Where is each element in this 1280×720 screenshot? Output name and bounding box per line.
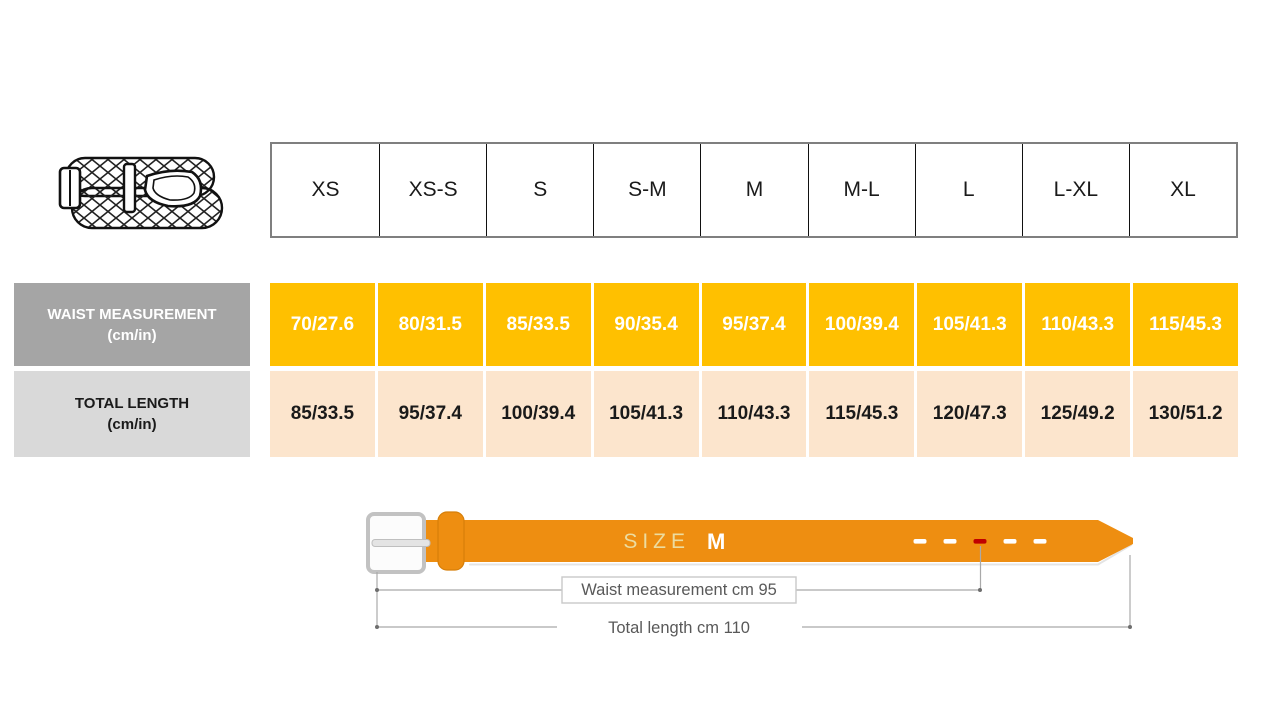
- size-col-xl: XL: [1128, 144, 1236, 236]
- waist-value: 90/35.4: [593, 283, 699, 366]
- size-col-s-m: S-M: [593, 144, 700, 236]
- length-value: 95/37.4: [377, 371, 483, 457]
- size-col-xs-s: XS-S: [379, 144, 486, 236]
- belt-measurement-diagram: SIZE M Waist measurement cm 95 Total len…: [366, 511, 1133, 637]
- length-value: 100/39.4: [485, 371, 591, 457]
- braided-belt-icon: [58, 156, 224, 230]
- length-dimension-label: Total length cm 110: [608, 619, 750, 637]
- size-value-label: M: [707, 529, 725, 554]
- length-row: 85/33.5 95/37.4 100/39.4 105/41.3 110/43…: [270, 371, 1238, 457]
- waist-row-title: WAIST MEASUREMENT: [47, 305, 217, 323]
- length-value: 115/45.3: [809, 371, 915, 457]
- size-header-row: XS XS-S S S-M M M-L L L-XL XL: [270, 142, 1238, 238]
- length-value: 120/47.3: [917, 371, 1023, 457]
- length-row-title: TOTAL LENGTH: [74, 395, 190, 412]
- length-value: 105/41.3: [593, 371, 699, 457]
- length-value: 125/49.2: [1025, 371, 1131, 457]
- belt-buckle-prong: [371, 539, 431, 547]
- waist-value: 95/37.4: [701, 283, 807, 366]
- length-value: 130/51.2: [1133, 371, 1238, 457]
- waist-dimension-box: [561, 576, 797, 604]
- belt-hole-selected: [973, 539, 987, 544]
- waist-value: 80/31.5: [377, 283, 483, 366]
- waist-row-unit: (cm/in): [107, 326, 157, 344]
- size-col-l: L: [914, 144, 1022, 236]
- waist-value: 100/39.4: [809, 283, 915, 366]
- belt-hole: [1003, 539, 1017, 544]
- length-value: 85/33.5: [270, 371, 375, 457]
- waist-value: 110/43.3: [1025, 283, 1131, 366]
- waist-row-header: WAIST MEASUREMENT (cm/in): [14, 283, 250, 366]
- icon-belt-tip: [143, 169, 203, 208]
- length-value: 110/43.3: [701, 371, 807, 457]
- waist-value: 105/41.3: [917, 283, 1023, 366]
- waist-value: 85/33.5: [485, 283, 591, 366]
- size-col-l-xl: L-XL: [1021, 144, 1129, 236]
- size-prefix-label: SIZE: [623, 530, 690, 553]
- belt-loop: [437, 511, 465, 571]
- waist-value: 115/45.3: [1133, 283, 1238, 366]
- length-row-unit: (cm/in): [107, 416, 157, 433]
- icon-keeper: [122, 162, 137, 214]
- size-col-m: M: [700, 144, 807, 236]
- size-col-m-l: M-L: [807, 144, 915, 236]
- waist-row: 70/27.6 80/31.5 85/33.5 90/35.4 95/37.4 …: [270, 283, 1238, 366]
- length-row-header: TOTAL LENGTH (cm/in): [14, 371, 250, 457]
- size-col-s: S: [486, 144, 593, 236]
- size-col-xs: XS: [311, 178, 340, 201]
- belt-hole: [943, 539, 957, 544]
- belt-hole: [1033, 539, 1047, 544]
- belt-hole: [913, 539, 927, 544]
- belt-strap: [408, 520, 1133, 562]
- waist-dimension-label: Waist measurement cm 95: [581, 581, 777, 599]
- waist-value: 70/27.6: [270, 283, 375, 366]
